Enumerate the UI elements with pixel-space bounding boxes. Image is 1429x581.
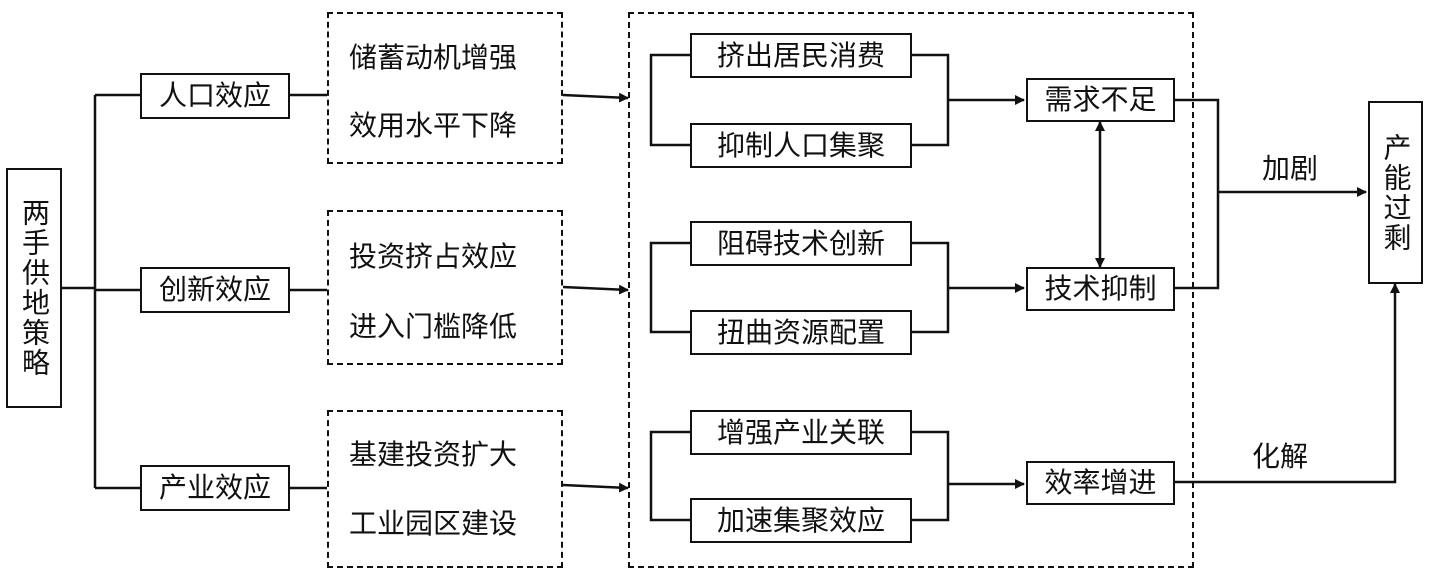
impact-crowd-out-consumption: 挤出居民消费 (690, 33, 912, 78)
bracket-population-left (649, 53, 690, 147)
outcome-efficiency: 效率增进 (1026, 461, 1175, 505)
mechanism-population (327, 12, 563, 164)
bracket-industry-right (912, 430, 985, 522)
result-box: 产能过剩 (1368, 101, 1423, 284)
effect-innovation: 创新效应 (140, 267, 290, 313)
impact-distort-allocation: 扭曲资源配置 (690, 310, 912, 355)
mechanism-industry (327, 410, 563, 568)
mechanism-population-1: 储蓄动机增强 (349, 41, 518, 74)
mechanism-innovation-1: 投资挤占效应 (349, 240, 518, 273)
effect-industry: 产业效应 (140, 465, 290, 511)
edge-resolve (1175, 283, 1400, 484)
arrow-industry-in (562, 482, 629, 493)
mechanism-industry-2: 工业园区建设 (349, 507, 518, 540)
strategy-box: 两手供地策略 (6, 168, 62, 408)
edge-strategy-bus (62, 93, 140, 490)
impact-agglomeration-effect: 加速集聚效应 (690, 498, 912, 543)
bracket-population-right (912, 53, 985, 147)
impact-suppress-agglomeration: 抑制人口集聚 (690, 123, 912, 168)
mechanism-industry-1: 基建投资扩大 (349, 438, 518, 471)
outcome-demand: 需求不足 (1026, 78, 1175, 122)
mechanism-innovation (327, 210, 563, 365)
effect-population: 人口效应 (140, 73, 290, 119)
mechanism-innovation-2: 进入门槛降低 (349, 310, 518, 343)
impact-container (628, 12, 1194, 568)
edge-aggravate (1175, 98, 1366, 290)
bracket-industry-left (649, 430, 690, 522)
label-aggravate: 加剧 (1262, 152, 1319, 185)
impact-industry-linkage: 增强产业关联 (690, 410, 912, 455)
impact-hinder-innovation: 阻碍技术创新 (690, 221, 912, 266)
bracket-innovation-right (912, 241, 985, 334)
arrow-innovation-in (562, 284, 629, 295)
edge-effects-mechanisms (290, 93, 327, 490)
arrow-population-in (562, 92, 629, 103)
mechanism-population-2: 效用水平下降 (349, 109, 518, 142)
outcome-tech: 技术抑制 (1026, 267, 1175, 311)
label-resolve: 化解 (1252, 440, 1309, 473)
bracket-innovation-left (649, 241, 690, 334)
